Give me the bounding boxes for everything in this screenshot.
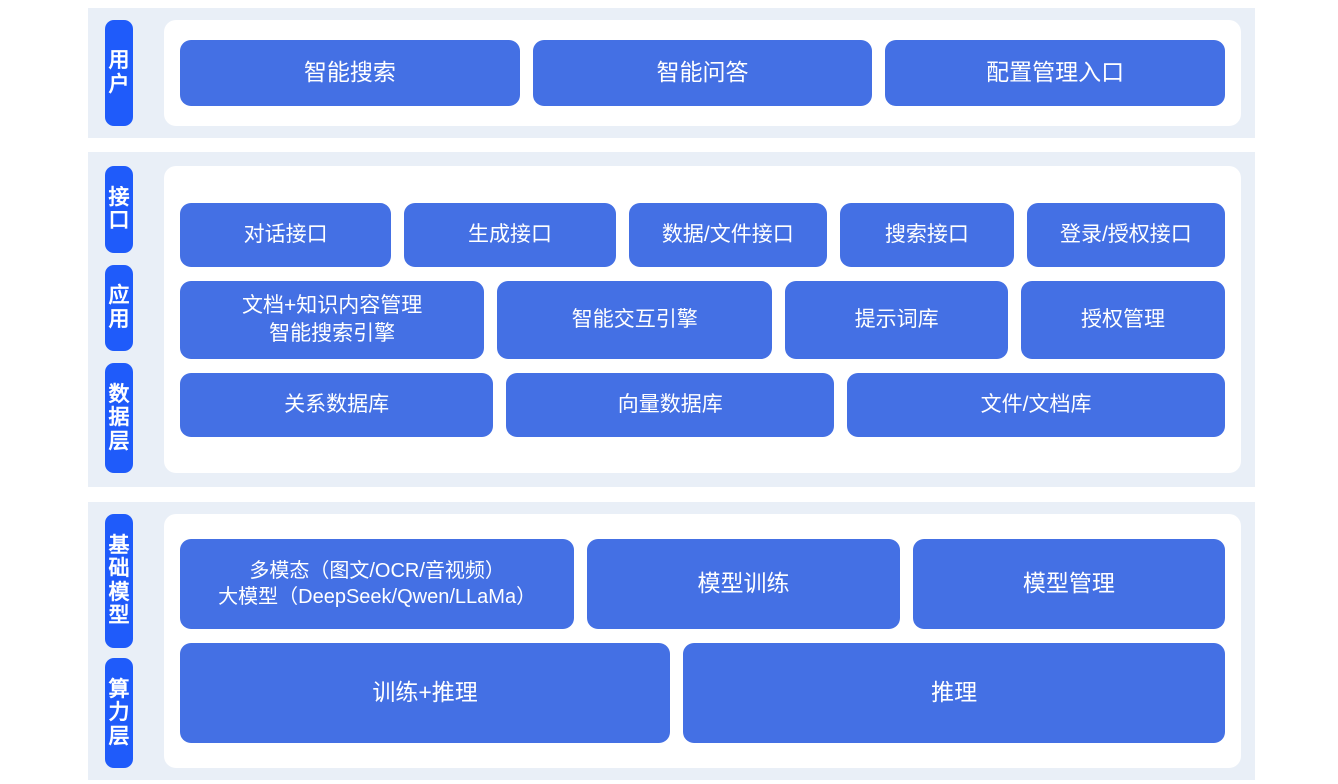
layer-tab-data[interactable]: 数据层: [105, 363, 133, 474]
panel-user: 智能搜索 智能问答 配置管理入口: [164, 20, 1241, 126]
box-generation-api[interactable]: 生成接口: [404, 202, 616, 267]
row-compute: 训练+推理 推理: [180, 643, 1225, 743]
box-document-knowledge-management[interactable]: 文档+知识内容管理 智能搜索引擎: [180, 280, 485, 359]
box-dialog-api[interactable]: 对话接口: [180, 202, 392, 267]
layer-tab-foundation-model[interactable]: 基础模型: [105, 514, 133, 648]
box-training-inference[interactable]: 训练+推理: [180, 643, 671, 743]
box-prompt-library[interactable]: 提示词库: [785, 280, 1009, 359]
panel-middle: 对话接口 生成接口 数据/文件接口 搜索接口 登录/授权接口 文档+知识内容管理…: [164, 166, 1241, 473]
box-data-file-api[interactable]: 数据/文件接口: [628, 202, 827, 267]
panel-bottom: 多模态（图文/OCR/音视频） 大模型（DeepSeek/Qwen/LLaMa）…: [164, 514, 1241, 768]
row-data: 关系数据库 向量数据库 文件/文档库: [180, 372, 1225, 437]
row-application: 文档+知识内容管理 智能搜索引擎 智能交互引擎 提示词库 授权管理: [180, 280, 1226, 359]
box-smart-interaction-engine[interactable]: 智能交互引擎: [497, 280, 773, 359]
box-authorization-management[interactable]: 授权管理: [1021, 280, 1226, 359]
section-bottom: 基础模型 算力层 多模态（图文/OCR/音视频） 大模型（DeepSeek/Qw…: [88, 502, 1255, 780]
box-model-management[interactable]: 模型管理: [912, 539, 1225, 629]
box-file-document-store[interactable]: 文件/文档库: [847, 372, 1225, 437]
layer-tab-application[interactable]: 应用: [105, 264, 133, 351]
row-foundation-model: 多模态（图文/OCR/音视频） 大模型（DeepSeek/Qwen/LLaMa）…: [180, 539, 1225, 629]
box-inference[interactable]: 推理: [683, 643, 1225, 743]
tab-column-user: 用户: [88, 8, 150, 138]
section-middle: 接口 应用 数据层 对话接口 生成接口 数据/文件接口 搜索接口 登录/授权接口…: [88, 152, 1255, 487]
box-smart-search[interactable]: 智能搜索: [180, 40, 520, 106]
box-smart-qa[interactable]: 智能问答: [532, 40, 873, 106]
tab-column-middle: 接口 应用 数据层: [88, 152, 150, 487]
box-login-auth-api[interactable]: 登录/授权接口: [1026, 202, 1225, 267]
layer-tab-user[interactable]: 用户: [105, 20, 133, 126]
box-multimodal-llm[interactable]: 多模态（图文/OCR/音视频） 大模型（DeepSeek/Qwen/LLaMa）: [180, 539, 575, 629]
section-user: 用户 智能搜索 智能问答 配置管理入口: [88, 8, 1255, 138]
row-interface: 对话接口 生成接口 数据/文件接口 搜索接口 登录/授权接口: [180, 202, 1225, 267]
box-search-api[interactable]: 搜索接口: [839, 202, 1014, 267]
layer-tab-compute[interactable]: 算力层: [105, 657, 133, 769]
box-relational-database[interactable]: 关系数据库: [180, 372, 494, 437]
box-vector-database[interactable]: 向量数据库: [506, 372, 835, 437]
box-model-training[interactable]: 模型训练: [587, 539, 900, 629]
tab-column-bottom: 基础模型 算力层: [88, 502, 150, 780]
box-config-management-entry[interactable]: 配置管理入口: [885, 40, 1226, 106]
layer-tab-interface[interactable]: 接口: [105, 166, 133, 253]
row-user-entries: 智能搜索 智能问答 配置管理入口: [180, 40, 1226, 106]
